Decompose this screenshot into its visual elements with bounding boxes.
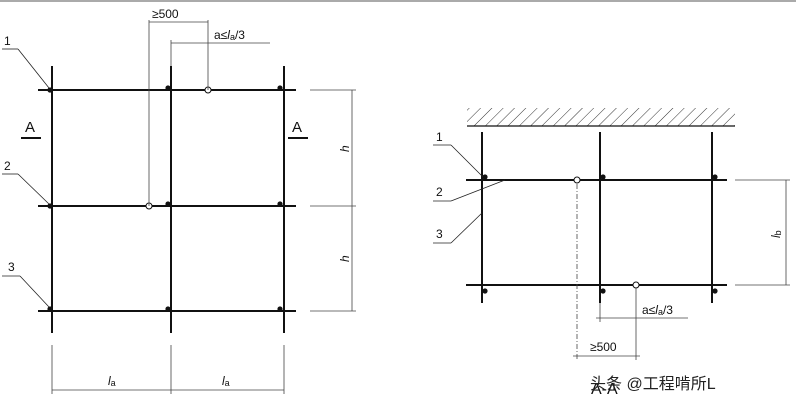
joint-dot [165, 306, 171, 312]
joint-dot [600, 174, 606, 180]
joint-dot [712, 174, 718, 180]
joint-dot [47, 203, 53, 209]
callout-leader [450, 212, 483, 244]
joint-dot [277, 85, 283, 91]
section-mark-right: A [292, 119, 302, 136]
joint-dot [482, 174, 488, 180]
section-callout-1: 1 [436, 130, 443, 144]
joint-dot [47, 306, 53, 312]
callout-leader [450, 179, 506, 202]
ceiling-hatch [467, 108, 735, 126]
section-dim-offset-label: a≤la/3 [642, 303, 673, 317]
callout-1: 1 [4, 34, 11, 48]
dim-span-label-left: la [108, 374, 116, 388]
callout-leader [17, 173, 50, 205]
dim-lb-label: lb [769, 230, 783, 238]
joint-dot [277, 201, 283, 207]
splice-joint [573, 176, 581, 184]
joint-dot [482, 288, 488, 294]
joint-dot [47, 87, 53, 93]
section-dim-min-distance-label: ≥500 [590, 340, 617, 354]
section-callout-2: 2 [436, 185, 443, 199]
dim-span-label-right: la [222, 374, 230, 388]
callout-3: 3 [8, 260, 15, 274]
splice-joint [632, 281, 640, 289]
watermark: 头条 @工程啃所L [590, 376, 716, 393]
callout-leader [19, 275, 50, 308]
section-title: A-A [591, 381, 618, 398]
callout-leader [450, 144, 484, 178]
joint-dot [712, 288, 718, 294]
right-section-view: 1 2 3 lb a≤la/3 ≥500 [433, 108, 790, 360]
dim-height-label-top: h [338, 145, 352, 152]
joint-dot [165, 201, 171, 207]
section-mark-left: A [25, 119, 35, 136]
joint-dot [277, 306, 283, 312]
callout-2: 2 [4, 159, 11, 173]
dim-height-label-bottom: h [338, 255, 352, 262]
callout-leader [17, 48, 50, 89]
left-plan-view: ≥500 a≤la/3 1 2 3 A A h h la la [2, 7, 356, 394]
section-callout-3: 3 [436, 227, 443, 241]
joint-dot [600, 288, 606, 294]
dim-offset-label: a≤la/3 [214, 28, 245, 42]
joint-dot [165, 85, 171, 91]
dim-min-distance-label: ≥500 [152, 7, 179, 21]
